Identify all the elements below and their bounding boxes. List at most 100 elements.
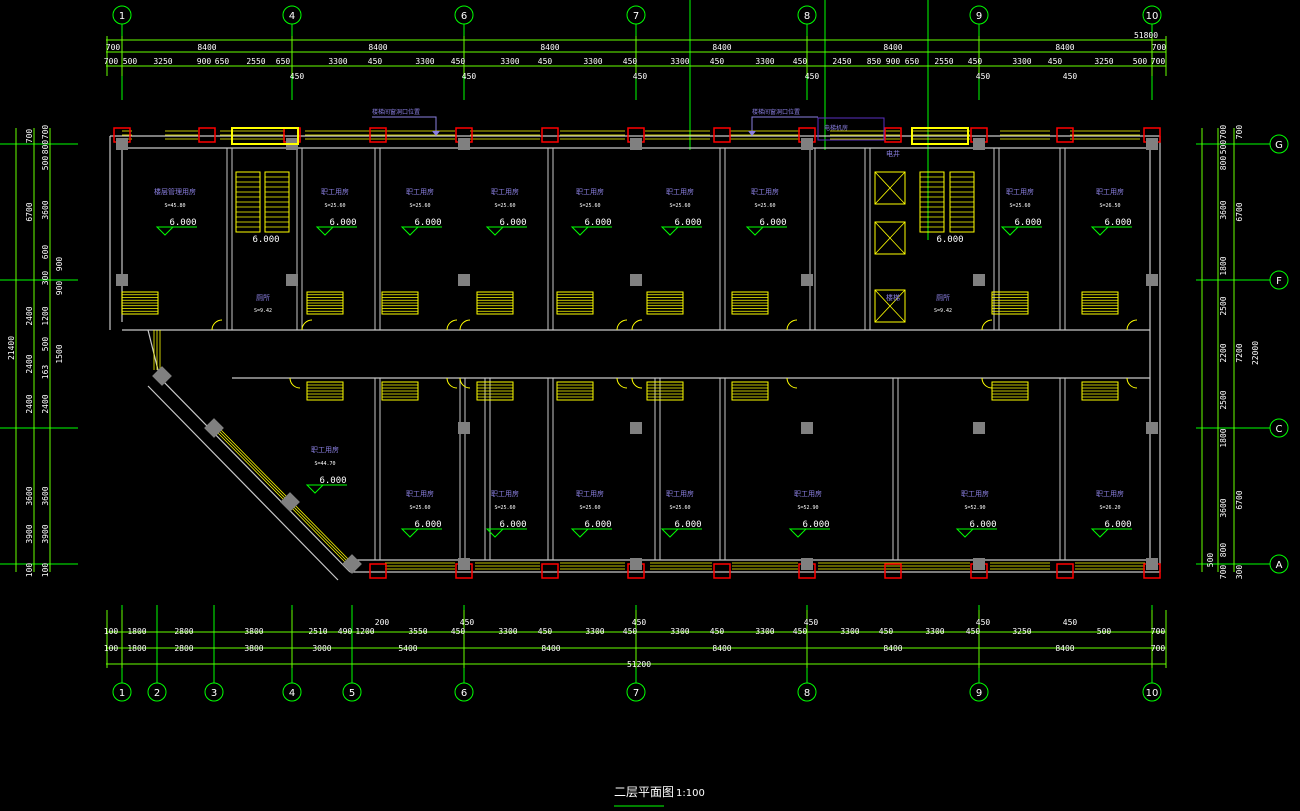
dim-bottom-detail: 3300 bbox=[840, 627, 859, 636]
door-swing bbox=[631, 377, 643, 389]
column bbox=[973, 274, 985, 286]
dim-bottom-detail: 450 bbox=[451, 627, 466, 636]
dim-top-detail: 3300 bbox=[755, 57, 774, 66]
column bbox=[458, 558, 470, 570]
axis-bubble bbox=[1269, 270, 1289, 290]
stair-elevation: 6.000 bbox=[936, 235, 963, 245]
column bbox=[1146, 422, 1158, 434]
columns bbox=[113, 127, 1161, 579]
room-elevation: 6.000 bbox=[1014, 218, 1041, 228]
room-name: 职工用房 bbox=[311, 445, 339, 454]
dim-right-inner: 800 bbox=[1219, 156, 1228, 171]
dim-top-detail: 2450 bbox=[832, 57, 851, 66]
dim-left-inner: 500 bbox=[41, 337, 50, 352]
dim-top-sub: 450 bbox=[290, 72, 305, 81]
dim-left-inner: 900 bbox=[55, 257, 64, 272]
dim-bottom-detail: 450 bbox=[879, 627, 894, 636]
stair-window bbox=[911, 127, 969, 145]
dim-top-detail: 500 bbox=[1133, 57, 1148, 66]
leader-line bbox=[751, 116, 818, 133]
window-diagonal bbox=[217, 429, 349, 563]
dim-bottom-sup: 450 bbox=[632, 618, 647, 627]
column bbox=[801, 422, 813, 434]
dim-bottom-detail: 3250 bbox=[1012, 627, 1031, 636]
room-area: S=25.60 bbox=[409, 505, 430, 511]
column bbox=[801, 138, 813, 150]
dim-top-detail: 3300 bbox=[328, 57, 347, 66]
dim-right-mid: 6700 bbox=[1235, 202, 1244, 221]
elevation-marker-icon bbox=[305, 484, 347, 494]
door-swing bbox=[446, 319, 458, 331]
service-room-name: 电井 bbox=[886, 149, 900, 158]
dim-top-detail: 450 bbox=[538, 57, 553, 66]
dim-right-inner: 2200 bbox=[1219, 343, 1228, 362]
dim-bottom-detail: 490 bbox=[338, 627, 353, 636]
dim-bottom-detail: 450 bbox=[538, 627, 553, 636]
stair-flight bbox=[306, 381, 344, 401]
axis-label-bottom: 1 bbox=[119, 688, 125, 699]
room-elevation: 6.000 bbox=[759, 218, 786, 228]
service-room-name: 厕所 bbox=[256, 293, 270, 302]
axis-bubble bbox=[112, 5, 132, 25]
dim-left-inner: 500 bbox=[41, 156, 50, 171]
room-name: 职工用房 bbox=[961, 489, 989, 498]
dim-bottom-detail: 450 bbox=[623, 627, 638, 636]
service-room-area: S=9.42 bbox=[934, 308, 952, 314]
dim-bottom-sup: 450 bbox=[804, 618, 819, 627]
room-area: S=25.60 bbox=[494, 203, 515, 209]
room-name: 职工用房 bbox=[666, 489, 694, 498]
elevation-marker-icon bbox=[570, 226, 612, 236]
stair-flight bbox=[731, 381, 769, 401]
dim-bottom-bay: 8400 bbox=[712, 644, 731, 653]
column-outline bbox=[1056, 127, 1074, 143]
note-left: 楼梯间窗洞口位置 bbox=[372, 108, 420, 116]
door-swing bbox=[211, 319, 223, 331]
dimension-lines bbox=[15, 36, 1235, 668]
dim-top-sub: 450 bbox=[462, 72, 477, 81]
axis-label-right: F bbox=[1276, 276, 1282, 287]
axis-bubble bbox=[797, 682, 817, 702]
dim-left-inner: 3600 bbox=[41, 200, 50, 219]
room-elevation: 6.000 bbox=[674, 520, 701, 530]
dim-bottom-bay: 700 bbox=[1151, 644, 1166, 653]
stair-flight bbox=[731, 291, 769, 315]
room-name: 职工用房 bbox=[1006, 187, 1034, 196]
dim-bottom-bay: 5400 bbox=[398, 644, 417, 653]
dim-top-detail: 850 bbox=[867, 57, 882, 66]
wall bbox=[159, 377, 351, 573]
column bbox=[973, 138, 985, 150]
dim-left-mid: 2400 bbox=[25, 354, 34, 373]
column-outline bbox=[369, 127, 387, 143]
stair-flight bbox=[919, 171, 945, 233]
window-diagonal bbox=[214, 429, 346, 563]
stair-flight bbox=[381, 381, 419, 401]
elevation-marker-icon bbox=[155, 226, 197, 236]
dim-top-detail: 2550 bbox=[246, 57, 265, 66]
dim-left-inner: 800 bbox=[41, 140, 50, 155]
axis-label-top: 8 bbox=[804, 11, 810, 22]
dim-bottom-bay: 3800 bbox=[244, 644, 263, 653]
service-room-name: 楼梯 bbox=[886, 293, 900, 302]
stair-flight bbox=[556, 291, 594, 315]
dim-left-inner: 3900 bbox=[41, 524, 50, 543]
axis-label-top: 9 bbox=[976, 11, 982, 22]
dim-top-detail: 700 bbox=[1151, 57, 1166, 66]
dim-top-detail: 450 bbox=[368, 57, 383, 66]
dim-left-inner: 300 bbox=[41, 271, 50, 286]
column-outline bbox=[1056, 563, 1074, 579]
dim-bottom-detail: 100 bbox=[104, 627, 119, 636]
dim-top-bay: 8400 bbox=[1055, 43, 1074, 52]
room-name: 职工用房 bbox=[1096, 489, 1124, 498]
dim-left-mid: 100 bbox=[25, 563, 34, 578]
column bbox=[630, 422, 642, 434]
room-area: S=25.60 bbox=[494, 505, 515, 511]
room-area: S=25.60 bbox=[324, 203, 345, 209]
room-area: S=25.60 bbox=[579, 505, 600, 511]
dim-left-mid: 3900 bbox=[25, 524, 34, 543]
door-swing bbox=[631, 319, 643, 331]
dim-top-detail: 450 bbox=[710, 57, 725, 66]
column-outline bbox=[369, 563, 387, 579]
elevation-marker-icon bbox=[660, 226, 702, 236]
column-diagonal bbox=[204, 418, 224, 438]
column bbox=[973, 422, 985, 434]
